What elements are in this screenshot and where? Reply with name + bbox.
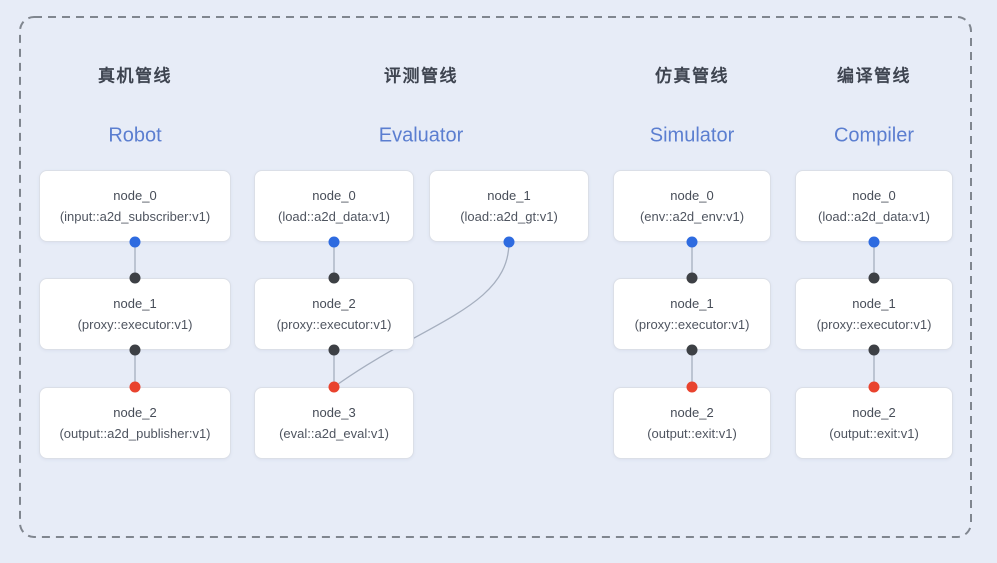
node-box-robot-node_2: node_2(output::a2d_publisher:v1) <box>39 387 231 459</box>
pipeline-title-en-robot: Robot <box>108 124 162 147</box>
node-name: node_1 <box>670 296 714 311</box>
node-type: (output::exit:v1) <box>647 426 737 441</box>
node-box-simulator-node_0: node_0(env::a2d_env:v1) <box>613 170 771 242</box>
node-box-robot-node_0: node_0(input::a2d_subscriber:v1) <box>39 170 231 242</box>
node-type: (proxy::executor:v1) <box>77 317 193 332</box>
input-port-dot <box>129 381 141 393</box>
output-port-dot <box>503 236 515 248</box>
node-box-evaluator-node_2: node_2(proxy::executor:v1) <box>254 278 414 350</box>
node-name: node_2 <box>670 405 714 420</box>
node-type: (env::a2d_env:v1) <box>639 209 745 224</box>
edge-curve <box>333 241 510 388</box>
node-name: node_0 <box>312 188 356 203</box>
output-port-dot <box>129 236 141 248</box>
output-port-dot <box>868 236 880 248</box>
node-name: node_1 <box>487 188 531 203</box>
node-box-evaluator-node_1: node_1(load::a2d_gt:v1) <box>429 170 589 242</box>
input-port-dot <box>686 272 698 284</box>
node-name: node_1 <box>852 296 896 311</box>
node-name: node_2 <box>312 296 356 311</box>
output-port-dot <box>686 344 698 356</box>
node-box-simulator-node_2: node_2(output::exit:v1) <box>613 387 771 459</box>
pipeline-title-en-evaluator: Evaluator <box>378 124 464 147</box>
node-type: (load::a2d_gt:v1) <box>460 209 558 224</box>
node-type: (input::a2d_subscriber:v1) <box>59 209 211 224</box>
input-port-dot <box>686 381 698 393</box>
node-name: node_2 <box>852 405 896 420</box>
input-port-dot <box>868 272 880 284</box>
input-port-dot <box>129 272 141 284</box>
node-box-compiler-node_2: node_2(output::exit:v1) <box>795 387 953 459</box>
node-type: (proxy::executor:v1) <box>816 317 932 332</box>
pipeline-title-zh-simulator: 仿真管线 <box>655 66 729 86</box>
node-box-compiler-node_0: node_0(load::a2d_data:v1) <box>795 170 953 242</box>
input-port-dot <box>328 381 340 393</box>
node-type: (load::a2d_data:v1) <box>817 209 931 224</box>
node-type: (load::a2d_data:v1) <box>277 209 391 224</box>
output-port-dot <box>868 344 880 356</box>
pipeline-title-zh-robot: 真机管线 <box>98 66 172 86</box>
node-name: node_3 <box>312 405 356 420</box>
output-port-dot <box>129 344 141 356</box>
node-name: node_0 <box>113 188 157 203</box>
node-type: (eval::a2d_eval:v1) <box>279 426 389 441</box>
node-name: node_0 <box>670 188 714 203</box>
node-type: (proxy::executor:v1) <box>276 317 392 332</box>
node-box-evaluator-node_3: node_3(eval::a2d_eval:v1) <box>254 387 414 459</box>
node-box-simulator-node_1: node_1(proxy::executor:v1) <box>613 278 771 350</box>
node-name: node_0 <box>852 188 896 203</box>
node-box-robot-node_1: node_1(proxy::executor:v1) <box>39 278 231 350</box>
node-type: (proxy::executor:v1) <box>634 317 750 332</box>
node-box-evaluator-node_0: node_0(load::a2d_data:v1) <box>254 170 414 242</box>
input-port-dot <box>328 272 340 284</box>
node-type: (output::exit:v1) <box>829 426 919 441</box>
node-name: node_1 <box>113 296 157 311</box>
pipeline-title-en-compiler: Compiler <box>833 124 915 147</box>
node-name: node_2 <box>113 405 157 420</box>
pipeline-title-zh-compiler: 编译管线 <box>837 66 911 86</box>
node-type: (output::a2d_publisher:v1) <box>59 426 211 441</box>
pipeline-title-en-simulator: Simulator <box>649 124 735 147</box>
dashed-frame <box>19 16 972 538</box>
input-port-dot <box>868 381 880 393</box>
output-port-dot <box>686 236 698 248</box>
output-port-dot <box>328 344 340 356</box>
node-box-compiler-node_1: node_1(proxy::executor:v1) <box>795 278 953 350</box>
output-port-dot <box>328 236 340 248</box>
pipeline-title-zh-evaluator: 评测管线 <box>384 66 458 86</box>
